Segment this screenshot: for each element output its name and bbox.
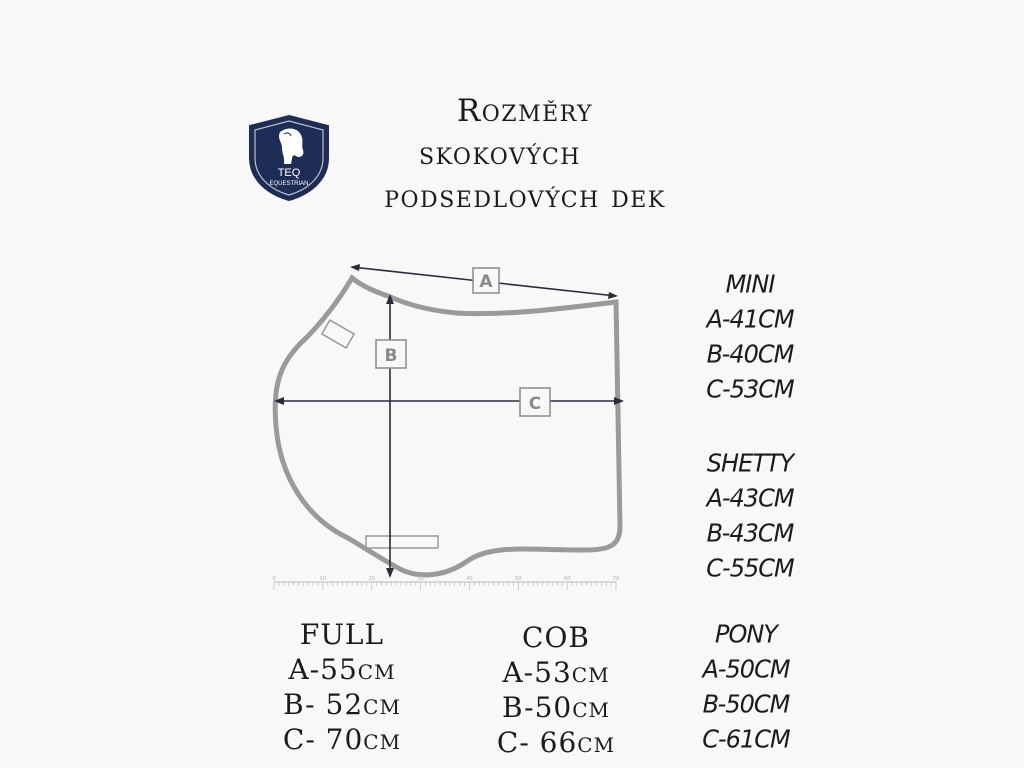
- title-line-2: skokových: [419, 136, 581, 172]
- ruler-tick-label: 40: [466, 576, 472, 582]
- pad-tab-top: [320, 319, 356, 349]
- arrow-c-head-left: [274, 397, 284, 405]
- title-line-1: Rozměry: [456, 93, 594, 129]
- size-a: A-41CM: [706, 304, 794, 334]
- ruler-tick-label: 0: [272, 576, 275, 582]
- pad-outline: [272, 274, 623, 578]
- size-name: MINI: [725, 269, 776, 299]
- size-block-pony: PONY A-50CM B-50CM C-61CM: [676, 617, 816, 757]
- label-b-box: [375, 339, 407, 369]
- arrow-c-head-right: [614, 397, 624, 405]
- ruler-tick-label: 20: [369, 576, 375, 582]
- label-a-box: [472, 267, 500, 294]
- label-b: B: [385, 346, 398, 366]
- size-c: C- 66cm: [496, 726, 616, 759]
- size-b: B- 52cm: [283, 688, 401, 721]
- size-name: FULL: [299, 618, 385, 651]
- pad-tab-bottom: [365, 535, 439, 549]
- size-b: B-50cm: [502, 691, 610, 724]
- arrow-b-head-bottom: [386, 568, 394, 578]
- size-b: B-50CM: [702, 689, 791, 719]
- size-a: A-43CM: [706, 483, 794, 513]
- logo-brand-text: TEQ: [278, 167, 301, 179]
- label-c: C: [529, 394, 541, 414]
- saddle-pad-diagram: A B C 0 10 20 30 40 50 60 70: [272, 264, 624, 590]
- size-block-full: FULL A-55cm B- 52cm C- 70cm: [262, 617, 422, 757]
- size-b: B-40CM: [706, 339, 795, 369]
- size-block-cob: COB A-53cm B-50cm C- 66cm: [476, 620, 636, 760]
- ruler-tick-label: 50: [515, 576, 521, 582]
- size-name: PONY: [715, 619, 778, 649]
- title-line-3: podsedlových dek: [384, 179, 666, 215]
- size-c: C-53CM: [706, 374, 794, 404]
- size-name: COB: [522, 621, 590, 654]
- size-b: B-43CM: [706, 518, 795, 548]
- page-title: Rozměry skokových podsedlových dek: [345, 90, 705, 219]
- shield-logo-icon: TEQ EQUESTRIAN: [249, 114, 329, 202]
- ruler-tick-label: 70: [613, 576, 619, 582]
- logo-sub-text: EQUESTRIAN: [269, 181, 308, 187]
- ruler-tick-label: 30: [417, 576, 423, 582]
- arrow-b-head-top: [386, 294, 394, 304]
- size-block-mini: MINI A-41CM B-40CM C-53CM: [680, 267, 820, 407]
- arrow-a-head-right: [608, 292, 618, 299]
- ruler-tick-label: 60: [564, 576, 570, 582]
- size-block-shetty: SHETTY A-43CM B-43CM C-55CM: [680, 446, 820, 586]
- ruler: 0 10 20 30 40 50 60 70: [272, 576, 619, 590]
- label-a: A: [479, 272, 493, 292]
- size-name: SHETTY: [706, 448, 794, 478]
- label-c-box: [519, 387, 551, 417]
- size-c: C- 70cm: [282, 723, 402, 756]
- size-a: A-53cm: [502, 656, 610, 689]
- size-c: C-61CM: [702, 724, 790, 754]
- size-c: C-55CM: [706, 553, 794, 583]
- size-a: A-55cm: [288, 653, 396, 686]
- size-a: A-50CM: [702, 654, 790, 684]
- arrow-a-head-left: [350, 264, 360, 271]
- teq-equestrian-logo: TEQ EQUESTRIAN: [244, 112, 334, 202]
- ruler-tick-label: 10: [320, 576, 326, 582]
